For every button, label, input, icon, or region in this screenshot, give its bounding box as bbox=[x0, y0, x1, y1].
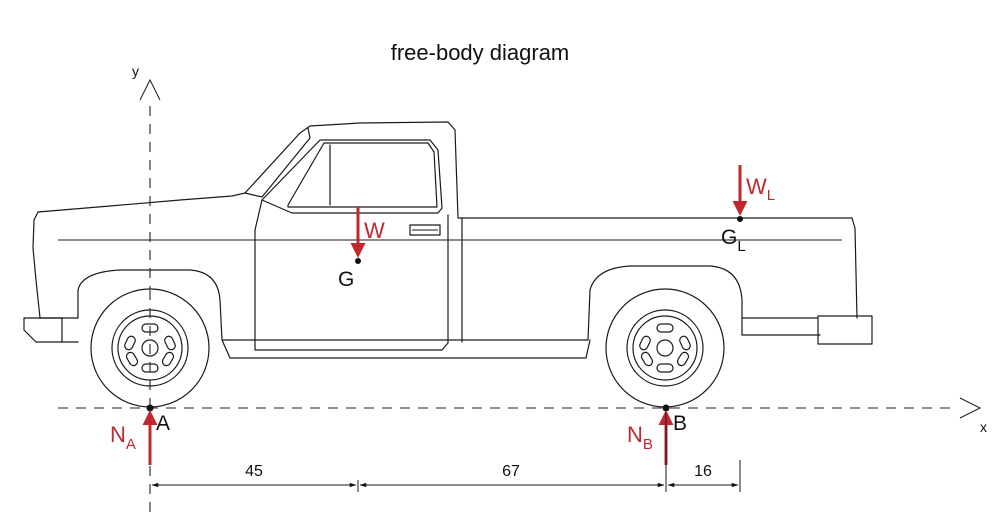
dimension-label: 67 bbox=[502, 463, 520, 480]
dimension-lines: 45 67 16 bbox=[151, 412, 741, 492]
force-w-label: W bbox=[364, 218, 385, 243]
force-na: NA bbox=[110, 410, 158, 465]
dimension-45: 45 bbox=[151, 463, 357, 488]
point-gl-label: GL bbox=[721, 226, 746, 255]
force-nb: NB bbox=[627, 410, 674, 465]
force-nb-label: NB bbox=[627, 422, 653, 453]
truck-outline bbox=[23, 121, 873, 359]
diagram-title: free-body diagram bbox=[391, 40, 570, 65]
dimension-16: 16 bbox=[667, 463, 739, 488]
x-axis: x bbox=[58, 397, 987, 435]
dimension-67: 67 bbox=[359, 463, 665, 488]
rear-wheel bbox=[605, 288, 725, 408]
point-gl: GL bbox=[721, 216, 746, 255]
force-wl: WL bbox=[732, 165, 775, 216]
dimension-label: 16 bbox=[694, 463, 712, 480]
x-axis-label: x bbox=[980, 419, 987, 435]
point-g-label: G bbox=[338, 268, 354, 291]
point-a: A bbox=[146, 404, 170, 435]
y-axis: y bbox=[132, 63, 161, 512]
force-w: W bbox=[350, 207, 385, 258]
dimension-label: 45 bbox=[245, 463, 263, 480]
point-a-label: A bbox=[156, 412, 170, 435]
y-axis-label: y bbox=[132, 63, 139, 79]
force-wl-label: WL bbox=[746, 174, 775, 204]
point-b: B bbox=[662, 404, 687, 435]
force-na-label: NA bbox=[110, 422, 136, 453]
point-b-label: B bbox=[673, 412, 687, 435]
point-g: G bbox=[338, 258, 361, 291]
